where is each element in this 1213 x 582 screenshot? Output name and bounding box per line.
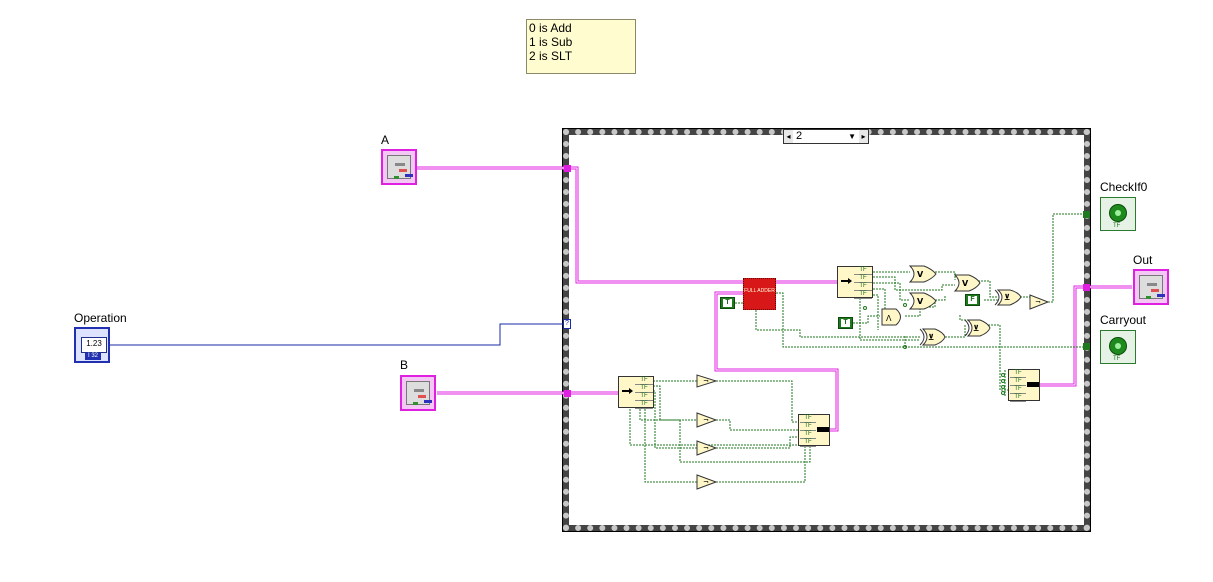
- arrow-right-icon: [622, 388, 633, 394]
- xor-symbol: ⊻: [928, 333, 935, 342]
- numeric-display: 1.23: [81, 337, 107, 353]
- and-gate-icon: [881, 308, 901, 326]
- chevron-down-icon[interactable]: ▼: [848, 132, 856, 141]
- arrow-right-icon: [817, 427, 829, 432]
- tunnel-carryout[interactable]: [1083, 343, 1090, 350]
- arrow-right-icon: [1027, 382, 1039, 387]
- or-gate-icon: [908, 265, 981, 310]
- not-gate-icon: [696, 294, 1050, 490]
- junction-dots: [863, 303, 1005, 395]
- false-symbol: F: [968, 296, 977, 304]
- led-icon: [1109, 204, 1127, 222]
- not-symbol: ¬: [703, 416, 709, 424]
- not-symbol: ¬: [703, 444, 709, 452]
- xor-symbol: ⊻: [1004, 293, 1011, 302]
- decrement-arrow-icon[interactable]: ◂: [784, 130, 793, 143]
- arrow-right-icon: [841, 278, 852, 284]
- label-a: A: [381, 133, 390, 147]
- case-selector-terminal[interactable]: ?: [563, 319, 571, 329]
- label-carryout: Carryout: [1100, 313, 1147, 327]
- and-symbol: Λ: [886, 314, 892, 323]
- datatype-tag: I 32: [85, 353, 101, 360]
- or-symbol: V: [962, 279, 969, 288]
- true-constant[interactable]: T: [838, 317, 853, 329]
- not-symbol: ¬: [703, 478, 709, 486]
- not-symbol: ¬: [703, 377, 709, 385]
- not-symbol: ¬: [1035, 298, 1041, 306]
- comment-box: 0 is Add 1 is Sub 2 is SLT: [526, 19, 636, 74]
- tunnel-checkif0[interactable]: [1083, 211, 1090, 218]
- tunnel-b[interactable]: [564, 390, 571, 397]
- tunnel-out[interactable]: [1083, 284, 1090, 291]
- cluster-icon: [1139, 275, 1165, 299]
- case-selector[interactable]: ◂ 2 ▼ ▸: [783, 129, 869, 144]
- full-adder-subvi[interactable]: FULL ADDER: [743, 278, 776, 310]
- xor-symbol: ⊻: [973, 324, 980, 333]
- xor-gate-icon: [919, 289, 1022, 346]
- terminal-b[interactable]: [400, 375, 436, 411]
- comment-line: 0 is Add: [529, 21, 572, 35]
- true-symbol: T: [723, 299, 732, 307]
- tunnel-a[interactable]: [564, 165, 571, 172]
- label-out: Out: [1133, 253, 1153, 267]
- terminal-a[interactable]: [381, 149, 417, 185]
- comment-line: 1 is Sub: [529, 35, 573, 49]
- true-symbol: T: [841, 319, 850, 327]
- or-symbol: V: [917, 297, 924, 306]
- wire-operation: [109, 323, 563, 346]
- case-selector-value: 2: [796, 130, 803, 142]
- terminal-out[interactable]: [1133, 269, 1169, 305]
- true-constant[interactable]: T: [720, 297, 735, 309]
- label-checkif0: CheckIf0: [1100, 180, 1148, 194]
- terminal-checkif0[interactable]: TF: [1100, 197, 1136, 231]
- cluster-icon: [406, 381, 432, 405]
- increment-arrow-icon[interactable]: ▸: [859, 130, 868, 143]
- false-constant[interactable]: F: [965, 294, 980, 306]
- led-icon: [1109, 337, 1127, 355]
- label-operation: Operation: [74, 311, 127, 325]
- terminal-carryout[interactable]: TF: [1100, 330, 1136, 364]
- label-b: B: [400, 358, 409, 372]
- cluster-icon: [387, 155, 413, 179]
- comment-line: 2 is SLT: [529, 49, 573, 63]
- terminal-operation[interactable]: 1.23 I 32: [74, 327, 110, 363]
- or-symbol: V: [917, 270, 924, 279]
